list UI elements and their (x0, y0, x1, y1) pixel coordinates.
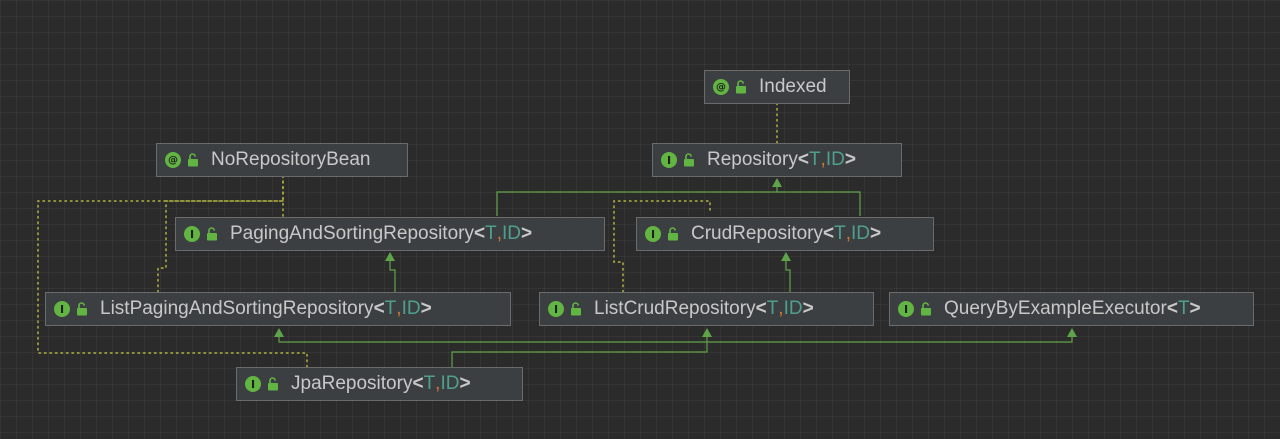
type-param: T (834, 223, 846, 244)
interface-icon: I (54, 301, 70, 317)
interface-icon: I (245, 376, 261, 392)
node-pagingandsortingrepository[interactable]: I PagingAndSortingRepository<T, ID> (175, 217, 605, 251)
type-param: T (423, 373, 436, 394)
generic-open: < (373, 298, 385, 319)
annotation-icon: @ (165, 152, 181, 168)
node-indexed[interactable]: @ Indexed (704, 70, 850, 104)
generic-close: > (459, 373, 471, 394)
type-param: ID (401, 298, 421, 319)
generic-open: < (755, 298, 767, 319)
node-querybyexampleexecutor[interactable]: I QueryByExampleExecutor<T> (889, 292, 1254, 326)
generic-open: < (412, 373, 424, 394)
generic-close: > (521, 223, 533, 244)
arrowhead-listpagingandsorting (274, 328, 284, 337)
unlock-icon (188, 153, 198, 167)
generic-open: < (1166, 298, 1178, 319)
type-param: T (485, 223, 497, 244)
edge-jpa-listpagingandsorting (278, 334, 708, 367)
unlock-icon (268, 377, 278, 391)
unlock-icon (668, 227, 678, 241)
arrowhead-crud (781, 252, 791, 261)
edge-pagingandsorting-repository (496, 184, 778, 216)
generic-close: > (870, 223, 882, 244)
unlock-icon (921, 302, 931, 316)
generic-close: > (802, 298, 814, 319)
node-name: CrudRepository (691, 223, 823, 244)
interface-icon: I (898, 301, 914, 317)
comma: , (435, 373, 441, 394)
unlock-icon (571, 302, 581, 316)
arrowhead-listcrud (702, 328, 712, 337)
type-param: T (808, 149, 821, 170)
edge-listpagingandsorting-pagingandsorting (389, 258, 396, 292)
interface-icon: I (548, 301, 564, 317)
unlock-icon (207, 227, 217, 241)
node-name: Indexed (759, 76, 827, 97)
node-name: NoRepositoryBean (211, 149, 371, 170)
comma: , (845, 223, 851, 244)
node-name: ListCrudRepository (594, 298, 756, 319)
generic-open: < (474, 223, 486, 244)
comma: , (820, 149, 826, 170)
interface-icon: I (184, 226, 200, 242)
node-name: ListPagingAndSortingRepository (100, 298, 374, 319)
type-param: T (384, 298, 397, 319)
comma: , (496, 223, 502, 244)
node-listpagingandsortingrepository[interactable]: I ListPagingAndSortingRepository<T, ID> (45, 292, 511, 326)
edge-jpa-norepositorybean (37, 176, 308, 368)
node-norepositorybean[interactable]: @ NoRepositoryBean (156, 143, 408, 177)
edge-listcrud-norepositorybean (613, 200, 711, 293)
node-repository[interactable]: I Repository<T, ID> (652, 143, 902, 177)
generic-close: > (420, 298, 432, 319)
node-name: JpaRepository (291, 373, 413, 394)
arrowhead-querybyexample (1067, 328, 1077, 337)
type-param: ID (783, 298, 803, 319)
generic-close: > (1189, 298, 1201, 319)
arrowhead-repository (772, 178, 782, 187)
comma: , (396, 298, 402, 319)
interface-icon: I (661, 152, 677, 168)
unlock-icon (684, 153, 694, 167)
node-name: Repository (707, 149, 798, 170)
interface-icon: I (645, 226, 661, 242)
generic-open: < (797, 149, 809, 170)
edge-listcrud-crud (785, 258, 791, 292)
node-jparepository[interactable]: I JpaRepository<T, ID> (236, 367, 523, 401)
generic-open: < (823, 223, 835, 244)
unlock-icon (736, 80, 746, 94)
edge-listpagingandsorting-norepositorybean (157, 200, 284, 293)
generic-close: > (844, 149, 856, 170)
type-param: ID (502, 223, 521, 244)
comma: , (778, 298, 784, 319)
type-param: T (1177, 298, 1190, 319)
annotation-icon: @ (713, 79, 729, 95)
type-param: T (766, 298, 779, 319)
node-crudrepository[interactable]: I CrudRepository<T, ID> (636, 217, 934, 251)
node-name: QueryByExampleExecutor (944, 298, 1167, 319)
type-param: ID (851, 223, 870, 244)
edge-crud-repository (777, 191, 861, 216)
arrowhead-pagingandsorting (385, 252, 395, 261)
node-listcrudrepository[interactable]: I ListCrudRepository<T, ID> (539, 292, 874, 326)
node-name: PagingAndSortingRepository (230, 223, 474, 244)
type-param: ID (825, 149, 845, 170)
edge-jpa-querybyexample (707, 334, 1073, 343)
unlock-icon (77, 302, 87, 316)
type-param: ID (440, 373, 460, 394)
